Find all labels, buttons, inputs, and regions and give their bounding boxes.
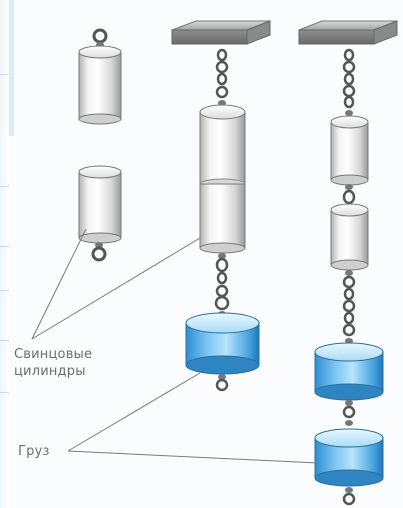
link-right-middle bbox=[342, 184, 356, 205]
link-right-between-loads bbox=[342, 400, 356, 426]
label-lead-cylinders-line1: Свинцовые bbox=[14, 347, 93, 362]
margin-strip bbox=[9, 0, 14, 136]
label-lead-cylinders-line2: цилиндры bbox=[14, 364, 86, 379]
label-lead-cylinders: Свинцовые цилиндры bbox=[14, 346, 92, 380]
support-plate-middle bbox=[171, 20, 271, 45]
stacked-cylinders-middle bbox=[199, 104, 246, 254]
load-weight-right-lower bbox=[314, 428, 384, 506]
page-margin bbox=[0, 0, 9, 508]
loose-cylinder-bottom bbox=[78, 165, 122, 262]
chain-middle-bottom bbox=[214, 253, 230, 317]
loose-cylinder-top bbox=[78, 28, 122, 125]
label-load: Груз bbox=[18, 444, 50, 459]
cylinder-right-bottom bbox=[330, 203, 369, 271]
load-weight-right-upper bbox=[314, 342, 384, 401]
cylinders-leader-lines bbox=[31, 228, 201, 340]
support-plate-right bbox=[298, 20, 398, 45]
chain-right-bottom bbox=[342, 270, 356, 344]
chain-right-top bbox=[342, 48, 356, 116]
load-weight-middle bbox=[185, 312, 260, 392]
load-leader-lines bbox=[67, 372, 319, 464]
chain-middle-top bbox=[215, 48, 229, 106]
cylinder-right-top bbox=[330, 115, 369, 186]
